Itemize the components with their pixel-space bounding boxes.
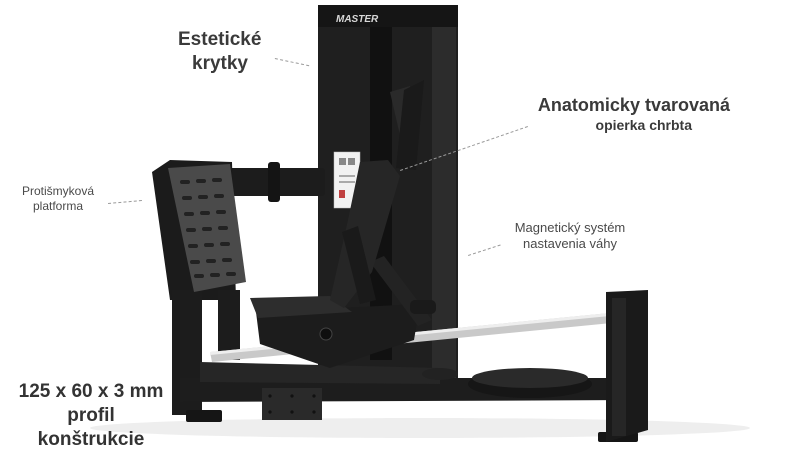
callout-profile: 125 x 60 x 3 mm profil konštrukcie xyxy=(12,380,170,450)
callout-profile-line1: 125 x 60 x 3 mm xyxy=(18,381,164,402)
weight-disc-small xyxy=(422,368,458,380)
callout-profile-line2: profil konštrukcie xyxy=(37,404,145,450)
weight-plate-top xyxy=(472,368,588,388)
callout-covers-line2: krytky xyxy=(192,52,248,74)
anatomic-backrest xyxy=(330,160,400,308)
callout-weight-system-line2: nastavenia váhy xyxy=(523,236,617,252)
tower-top-cap xyxy=(318,5,458,27)
placard-text-line xyxy=(339,181,355,183)
callout-platform-line2: platforma xyxy=(32,199,84,213)
foot-pad-left xyxy=(186,410,222,422)
callout-covers: Estetické krytky xyxy=(178,28,261,76)
placard-pictogram xyxy=(339,158,346,165)
base-bolts xyxy=(268,394,316,414)
placard-text-line xyxy=(339,175,355,177)
callout-weight-system: Magnetický systém nastavenia váhy xyxy=(505,220,635,253)
base-crossbar xyxy=(200,362,440,384)
seat-cushion xyxy=(250,296,352,318)
handle-bar xyxy=(342,226,376,304)
platform-leg-rear xyxy=(218,290,240,360)
callout-backrest-line2: opierka chrbta xyxy=(595,116,692,133)
callout-backrest: Anatomicky tvarovaná opierka chrbta xyxy=(518,94,730,134)
placard-pictogram xyxy=(348,158,355,165)
arm-bracket xyxy=(268,162,280,202)
floor-shadow xyxy=(90,418,750,438)
callout-weight-system-line1: Magnetický systém xyxy=(514,220,626,235)
callout-covers-line1: Estetické xyxy=(178,29,262,50)
seat-adjust-knob xyxy=(319,327,333,341)
placard-warning-mark xyxy=(339,190,345,198)
brand-logo: MASTER xyxy=(336,14,379,25)
seat-carriage xyxy=(256,304,420,368)
foot-plate-grip-pattern xyxy=(180,178,236,278)
callout-backrest-line1: Anatomicky tvarovaná xyxy=(537,95,730,115)
handle-grip xyxy=(410,300,436,314)
end-frame-post xyxy=(612,298,626,436)
backrest-frame xyxy=(396,80,424,170)
callout-platform: Protišmyková platforma xyxy=(12,184,104,214)
callout-platform-line1: Protišmyková xyxy=(21,184,95,198)
base-plate xyxy=(262,388,322,420)
tower-side-panel xyxy=(432,8,456,378)
